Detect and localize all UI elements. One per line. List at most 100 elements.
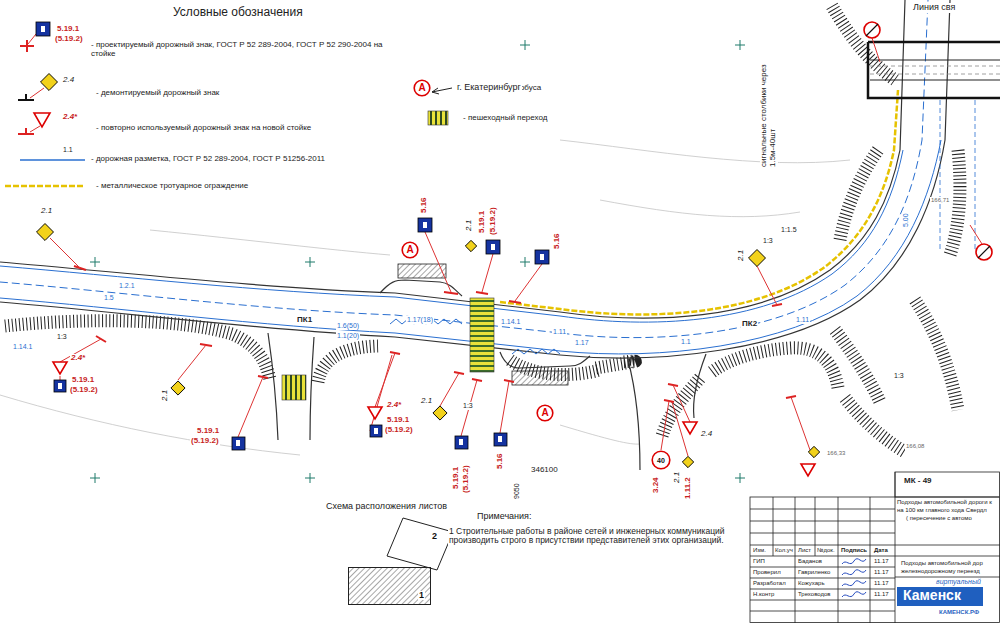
sign-code: 2.4 — [700, 430, 713, 439]
utility-label: Линия свя — [912, 3, 956, 13]
coordinate-label: 9050 — [513, 482, 521, 500]
table-cell: Гавриленко — [797, 569, 831, 576]
sign-post — [18, 40, 796, 402]
table-header: Изм. — [752, 547, 767, 554]
slope-label: 1:3 — [762, 237, 774, 245]
yield-sign — [34, 113, 50, 127]
legend-text: - повторно используемый дорожный знак на… — [95, 123, 312, 132]
sign-code: 5.19.1 — [478, 210, 487, 234]
guardrail — [500, 90, 898, 314]
node-text: 1 — [418, 591, 425, 600]
legend-text: - дорожная разметка, ГОСТ Р 52 289-2004,… — [90, 154, 326, 163]
yield-sign — [53, 362, 67, 374]
sign-post — [74, 266, 796, 402]
title-text: на 100 км главного хода Свердл — [896, 507, 988, 514]
priority-sign — [171, 381, 185, 395]
node-text: 2 — [431, 532, 438, 541]
marking-code: 1.1 — [62, 146, 74, 154]
sign-code: (5.19.2) — [69, 386, 99, 395]
sign-code: 2.1 — [737, 249, 746, 262]
sign-code: 2.4* — [386, 401, 402, 410]
terrain-line — [560, 140, 850, 163]
bus-stop-symbol: А — [536, 404, 554, 422]
embankment-slope — [950, 150, 960, 255]
lane-marking — [20, 159, 85, 161]
lane-marking — [512, 349, 560, 354]
signature — [842, 559, 866, 597]
table-cell: Кожухарь — [797, 580, 826, 587]
sign-code: 5.16 — [496, 452, 505, 470]
title-block — [895, 472, 1000, 497]
legend-text: - демонтируемый дорожный знак — [95, 88, 220, 97]
table-header: Дата — [873, 547, 889, 554]
priority-sign — [41, 74, 58, 91]
watermark-band — [897, 587, 983, 606]
terrain-line — [150, 230, 390, 255]
road-edge — [628, 360, 640, 470]
marking-code: 1.17(18) — [406, 316, 434, 324]
embankment-slope — [840, 150, 878, 240]
table-cell: 11.17 — [873, 580, 890, 587]
marking-code: 1.14.1 — [500, 318, 521, 326]
information-sign — [36, 22, 549, 450]
watermark-band — [897, 587, 983, 606]
slope-label: 1:1.5 — [780, 226, 798, 234]
guardrail — [5, 185, 85, 188]
marking-code: 1.14.1 — [12, 343, 33, 351]
sign-code: 5.16 — [420, 196, 429, 214]
bus-platform — [398, 264, 446, 278]
sign-code: 3.24 — [652, 476, 661, 494]
terrain-line — [0, 395, 300, 455]
railway-crossing — [868, 42, 1000, 98]
sign-code: 2.1 — [161, 389, 170, 402]
terrain-line — [560, 425, 640, 444]
bus-stop-symbol-outline — [536, 404, 554, 422]
bus-platform — [512, 371, 568, 385]
slope-label: 1:3 — [462, 402, 474, 410]
railway-crossing — [868, 42, 1000, 250]
road-edge — [0, 0, 905, 318]
sign-code: (5.19.2) — [190, 437, 220, 446]
lane-marking — [0, 0, 928, 338]
marking-code: 1.2.1 — [118, 282, 136, 290]
sign-code: 2.4* — [62, 113, 78, 122]
title-block — [750, 497, 1000, 623]
road-edge — [694, 354, 707, 418]
bus-stop-symbol-outline — [413, 79, 431, 97]
table-cell: 11.17 — [873, 591, 890, 598]
picket-label: ПК2 — [741, 320, 758, 329]
lane-marking — [390, 319, 462, 324]
sign-code: (5.19.2) — [489, 206, 498, 236]
road-edge — [0, 0, 950, 470]
direction-arrow — [432, 88, 452, 94]
pedestrian-crossing — [428, 111, 448, 125]
priority-sign — [749, 250, 766, 267]
bus-stop-symbol — [402, 242, 418, 258]
road-edge — [500, 352, 590, 368]
pedestrian-crossing — [470, 298, 494, 372]
sheet-outline-outline — [385, 516, 455, 574]
information-sign — [41, 26, 544, 446]
priority-sign — [37, 74, 820, 468]
watermark: КАМЕНСК.РФ — [938, 609, 980, 616]
embankment-slope — [845, 398, 905, 452]
speed-limit-sign-outline — [651, 450, 671, 470]
direction-label: г. Екатеринбург — [456, 83, 522, 93]
node-text: 40 — [657, 457, 665, 464]
prohibition-sign — [864, 22, 992, 260]
sign-code: 2.1 — [40, 207, 53, 216]
marking-code: 1.17 — [574, 339, 590, 347]
marking-code: 1.5 — [103, 294, 115, 302]
coordinate-label: 346100 — [530, 466, 559, 475]
road-edge — [268, 333, 278, 440]
table-cell: Проверил — [752, 569, 782, 576]
priority-sign — [808, 446, 819, 457]
sign-code: 5.16 — [553, 232, 562, 250]
sheet-outline: 2 — [385, 516, 455, 574]
bus-stop-symbol-outline — [401, 241, 419, 259]
marking-code: 1.6(50) — [336, 322, 360, 330]
scheme-title: Схема расположения листов — [325, 502, 448, 512]
